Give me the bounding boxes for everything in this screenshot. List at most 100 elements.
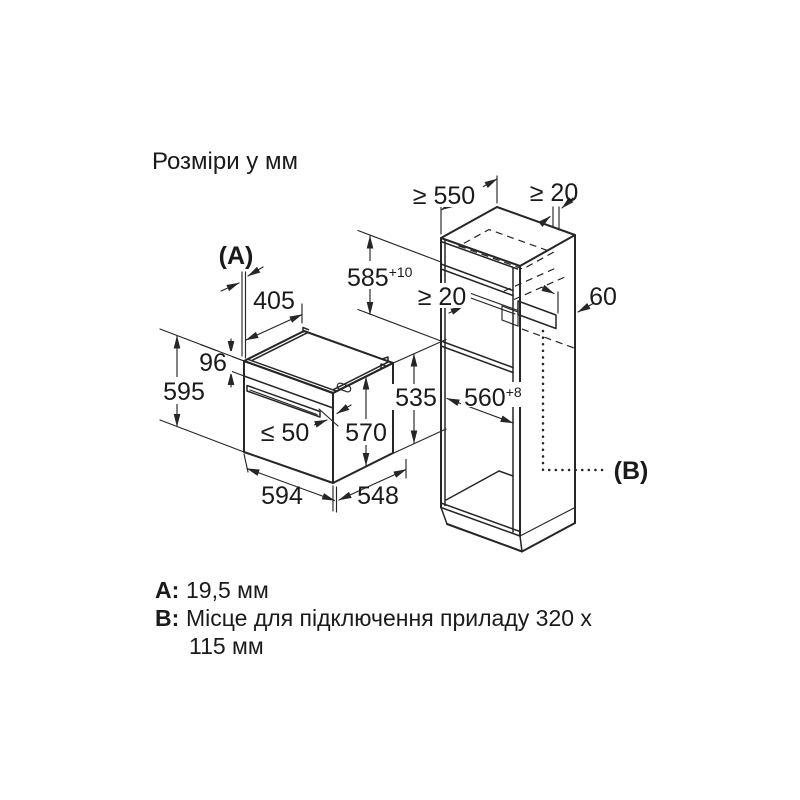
- connection-area-dotted-line: [541, 329, 606, 472]
- dim-rear-height: 535: [379, 338, 447, 459]
- dimension-line: [338, 468, 407, 501]
- label-backing: [254, 420, 314, 445]
- oven-side-vent-slot: [336, 382, 352, 393]
- cabinet-top-front-inner-edge: [440, 240, 519, 270]
- dim-label-570: 570: [345, 419, 387, 447]
- note-b-value-line2: 115 мм: [189, 633, 264, 659]
- oven-top-back-left-notch: [302, 326, 310, 333]
- leader-arrow: [577, 302, 595, 313]
- oven-handle-extension-line: [318, 408, 339, 427]
- dim-label-535: 535: [395, 384, 437, 412]
- leader-arrow: [541, 284, 555, 295]
- dim-top-gap: ≥ 20: [530, 179, 578, 231]
- back-panel-section: [501, 305, 519, 327]
- niche-floor-front-edge: [440, 340, 514, 369]
- cabinet-drawing: [440, 206, 576, 553]
- plinth-left-edge: [440, 506, 448, 525]
- extension-line: [243, 453, 249, 473]
- leader-arrow: [538, 215, 551, 228]
- plinth-bottom-edge: [446, 523, 523, 553]
- niche-roof-bottom-edge: [440, 268, 514, 297]
- dim-label-548: 548: [357, 482, 399, 510]
- niche-roof-front-edge: [440, 263, 514, 292]
- dim-value: 585: [347, 264, 389, 292]
- label-backing: [413, 283, 471, 308]
- dim-tolerance: +10: [389, 264, 413, 280]
- oven-top-right-inner-edge: [332, 360, 390, 391]
- cabinet-bottom-right-edge: [521, 522, 576, 553]
- dim-niche-width: 560+8: [446, 382, 522, 424]
- hidden-edge: [521, 328, 575, 349]
- oven-control-panel-line: [243, 375, 334, 409]
- cabinet-floor-front-lower-edge: [440, 506, 521, 537]
- page-title: Розміри у мм: [152, 148, 298, 175]
- dim-label-b: (B): [614, 457, 649, 485]
- extension-line: [159, 328, 245, 362]
- dim-body-height: 570: [343, 376, 391, 467]
- oven-top-panel-back-edge: [246, 358, 338, 392]
- oven-side-top-notch: [380, 363, 388, 370]
- oven-top-left-inner-edge: [251, 331, 309, 362]
- cabinet-top-cutout-hidden: [457, 228, 555, 270]
- dim-label-back-gap: ≥ 20: [418, 283, 466, 311]
- plinth-right-edge: [519, 535, 523, 553]
- cabinet-floor-front-edge: [440, 502, 521, 533]
- dim-label-min-depth: ≥ 550: [413, 182, 475, 210]
- leader-arrow: [561, 197, 574, 209]
- dim-niche-height: 585+10: [344, 229, 442, 342]
- dim-label-60: 60: [589, 283, 617, 311]
- dim-handle-protrusion: ≤ 50: [254, 404, 352, 447]
- oven-drawing: [243, 326, 394, 484]
- label-backing: [343, 419, 391, 445]
- oven-top-back-right-notch: [381, 356, 389, 363]
- note-a-value: 19,5 мм: [186, 577, 269, 603]
- label-backing: [248, 288, 300, 313]
- dimension-line: [246, 467, 336, 502]
- leader-arrow: [247, 266, 264, 277]
- dimension-line: [245, 313, 303, 341]
- dim-label-niche-height: 585+10: [347, 264, 413, 292]
- dim-back-gap: ≥ 20: [413, 283, 471, 315]
- niche-back-gap-edge: [467, 296, 516, 315]
- niche-floor-bottom-edge: [440, 345, 514, 374]
- dim-top-depth: 405: [245, 287, 303, 341]
- extension-line: [379, 338, 447, 370]
- label-backing: [392, 384, 440, 410]
- ventilation-cutout-hatched: [517, 300, 557, 330]
- leader-arrow: [336, 404, 352, 415]
- back-panel-edge: [470, 292, 519, 312]
- label-backing: [156, 377, 211, 404]
- note-b-key: B:: [155, 605, 179, 631]
- oven-handle-inner-line: [249, 389, 318, 416]
- dim-label-96: 96: [199, 349, 227, 377]
- cabinet-floor-left-edge: [445, 470, 500, 501]
- dim-label-595: 595: [163, 378, 205, 406]
- dim-front-overhang: (A): [219, 242, 264, 359]
- label-backing: [405, 182, 483, 207]
- dim-min-depth: ≥ 550: [405, 175, 498, 235]
- dim-tolerance: +8: [506, 384, 522, 400]
- dim-label-niche-width: 560+8: [464, 384, 522, 412]
- dim-label-handle: ≤ 50: [261, 419, 309, 447]
- hidden-edge: [503, 267, 557, 292]
- dim-front-height: 595: [156, 328, 245, 453]
- note-a-key: A:: [155, 577, 179, 603]
- hidden-edge: [513, 275, 567, 301]
- cabinet-floor-back-edge: [498, 470, 514, 477]
- footnotes: A: 19,5 мм B: Місце для підключення прил…: [155, 577, 592, 659]
- dim-front-width: 594: [243, 453, 338, 513]
- dim-label-top-gap: ≥ 20: [530, 179, 578, 207]
- right-panel-bottom-edge: [519, 506, 576, 537]
- extension-line: [159, 419, 245, 453]
- dim-label-a: (A): [219, 242, 254, 270]
- leader-arrow: [220, 282, 240, 292]
- connection-area-callout: (B): [541, 329, 649, 485]
- dim-body-depth: 548: [338, 458, 407, 510]
- dim-label-405: 405: [253, 287, 295, 315]
- label-backing: [344, 261, 412, 289]
- dimension-line: [446, 397, 514, 424]
- note-b-value-line1: Місце для підключення приладу 320 x: [186, 605, 592, 631]
- label-backing: [196, 351, 232, 374]
